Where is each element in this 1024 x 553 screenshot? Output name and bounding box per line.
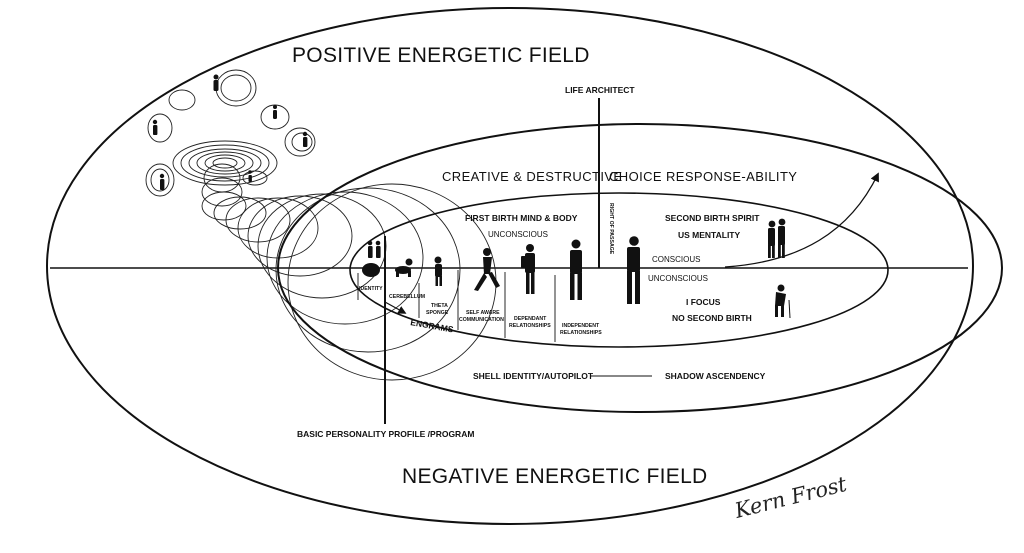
engrams-arrow	[384, 301, 407, 314]
stage-label: THETA	[431, 303, 448, 309]
unconscious-mid-label: UNCONSCIOUS	[648, 274, 708, 283]
first-birth-label: FIRST BIRTH MIND & BODY	[465, 213, 578, 223]
conscious-label: CONSCIOUS	[652, 255, 700, 264]
inner-ellipse	[277, 123, 1003, 413]
artist-signature: Kern Frost	[731, 472, 849, 523]
unconscious-top-label: UNCONSCIOUS	[488, 230, 548, 239]
shadow-ascendency-label: SHADOW ASCENDENCY	[665, 371, 766, 381]
stage-label: SELF AWARE	[466, 310, 500, 316]
stage-label: CEREBELLUM	[389, 294, 425, 300]
stage-label: RELATIONSHIPS	[509, 323, 551, 329]
stage-label: RELATIONSHIPS	[560, 330, 602, 336]
stage-label: SPONGE	[426, 310, 449, 316]
no-second-birth-label: NO SECOND BIRTH	[672, 313, 752, 323]
stage-dividers	[357, 270, 556, 342]
innermost-ellipse	[349, 192, 889, 348]
pod-figures	[152, 74, 308, 190]
right-of-passage-label: RIGHT OF PASSAGE	[608, 203, 614, 255]
i-focus-label: I FOCUS	[686, 297, 721, 307]
choice-response-label: CHOICE RESPONSE-ABILITY	[609, 169, 797, 184]
development-silhouettes	[362, 218, 791, 319]
basic-profile-label: BASIC PERSONALITY PROFILE /PROGRAM	[297, 429, 474, 439]
stage-label: INDEPENDENT	[562, 323, 600, 329]
outer-field-ellipse	[46, 7, 974, 525]
stage-label: IDENTITY	[359, 286, 383, 292]
second-birth-label: SECOND BIRTH SPIRIT	[665, 213, 760, 223]
negative-field-title: NEGATIVE ENERGETIC FIELD	[402, 465, 708, 488]
shell-identity-label: SHELL IDENTITY/AUTOPILOT	[473, 371, 594, 381]
engrams-label: ENGRAMS	[410, 317, 455, 334]
positive-field-title: POSITIVE ENERGETIC FIELD	[292, 44, 590, 67]
us-mentality-label: US MENTALITY	[678, 230, 741, 240]
orbit-pods	[145, 69, 316, 197]
stage-label: COMMUNICATION	[459, 317, 504, 323]
creative-destructive-label: CREATIVE & DESTRUCTIVE	[442, 169, 622, 184]
life-architect-label: LIFE ARCHITECT	[565, 85, 635, 95]
stage-label: DEPENDANT	[514, 316, 547, 322]
ascension-arrow	[724, 172, 879, 268]
